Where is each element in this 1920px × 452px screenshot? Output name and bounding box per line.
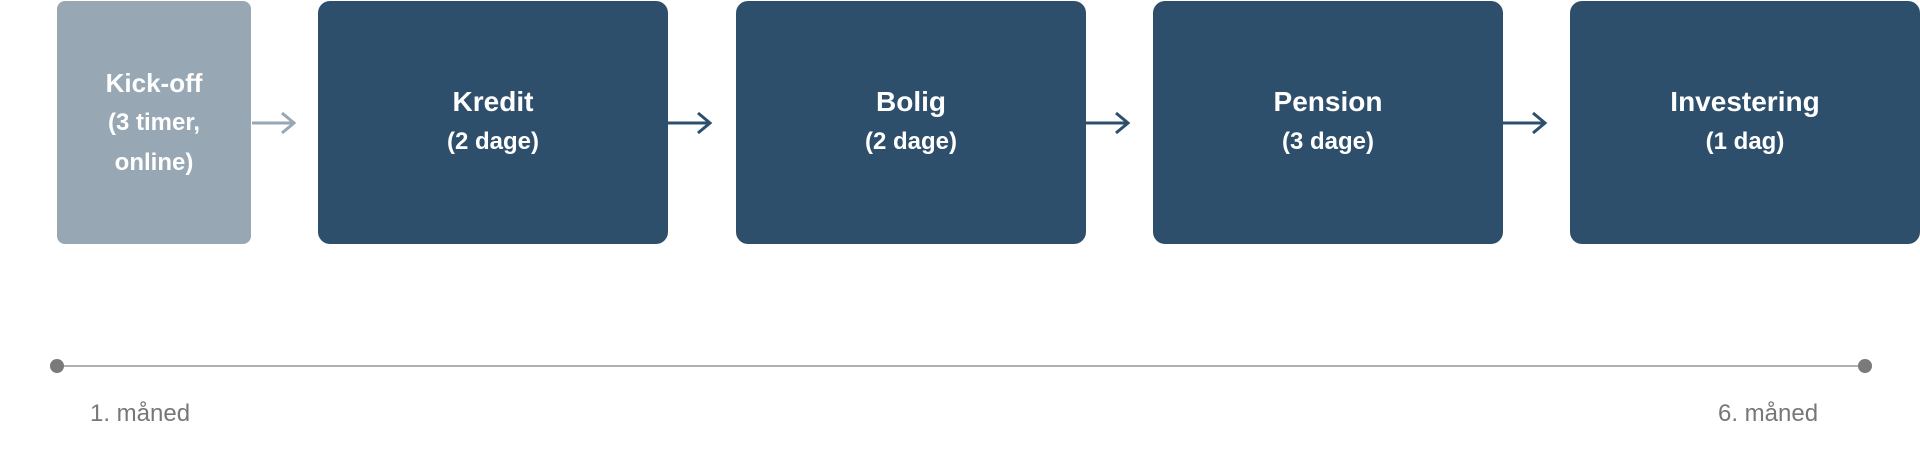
step-kredit: Kredit (2 dage)	[318, 1, 668, 244]
timeline-end-dot	[1858, 359, 1872, 373]
step-pension: Pension (3 dage)	[1153, 1, 1503, 244]
step-title: Investering	[1670, 85, 1820, 117]
step-subtitle: (2 dage)	[864, 127, 957, 155]
step-kickoff: Kick-off (3 timer, online)	[57, 1, 251, 244]
step-investering: Investering (1 dag)	[1570, 1, 1920, 244]
step-subtitle: (3 timer, online)	[107, 108, 201, 176]
arrow-right-icon	[1086, 108, 1132, 138]
step-title: Kredit	[452, 85, 534, 117]
step-title: Bolig	[876, 85, 946, 117]
step-subtitle: (1 dag)	[1705, 127, 1785, 155]
step-subtitle: (3 dage)	[1281, 127, 1374, 155]
step-subtitle: (2 dage)	[446, 127, 539, 155]
step-title: Kick-off	[105, 67, 203, 98]
arrow-right-icon	[668, 108, 714, 138]
step-title: Pension	[1273, 85, 1383, 117]
arrow-right-icon	[252, 108, 298, 138]
timeline-end-label: 6. måned	[1718, 400, 1819, 427]
arrow-right-icon	[1503, 108, 1549, 138]
timeline-start-dot	[50, 359, 64, 373]
step-bolig: Bolig (2 dage)	[736, 1, 1086, 244]
timeline-start-label: 1. måned	[90, 400, 191, 427]
